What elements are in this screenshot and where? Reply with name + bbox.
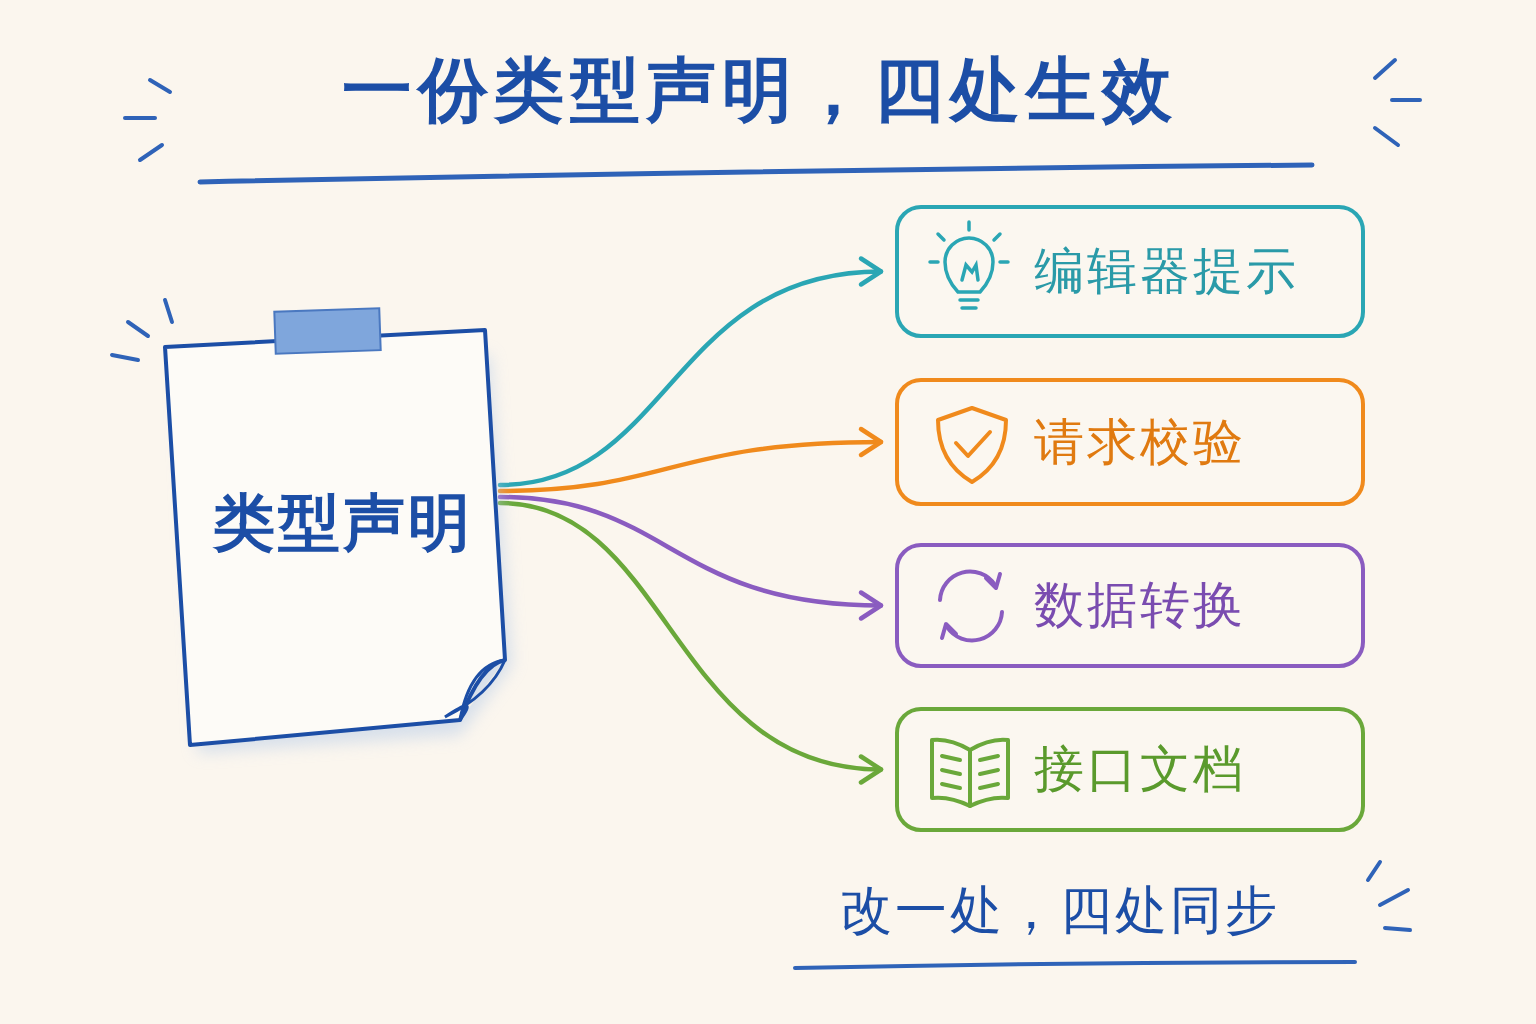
- arrow-head: [861, 429, 881, 455]
- arrow-head: [861, 593, 881, 619]
- connector: [500, 259, 881, 486]
- node-label: 编辑器提示: [1034, 238, 1299, 305]
- diagram-title: 一份类型声明，四处生效: [180, 40, 1340, 140]
- node-label: 请求校验: [1034, 409, 1246, 476]
- connector-line: [500, 503, 881, 770]
- caption-sparks: [1368, 862, 1410, 930]
- target-box: 数据转换: [895, 543, 1365, 668]
- connector-line: [500, 272, 881, 486]
- note-curl-edge: [460, 660, 505, 720]
- note-curl: [445, 660, 505, 720]
- node-label: 类型声明: [213, 481, 473, 565]
- note-tape: [274, 308, 380, 354]
- connector-line: [500, 497, 881, 606]
- connector: [500, 429, 881, 491]
- connector: [500, 497, 881, 619]
- arrow-head: [861, 259, 881, 285]
- connector: [500, 503, 881, 783]
- arrow-head: [861, 757, 881, 783]
- note-paper: 类型声明: [160, 325, 525, 750]
- target-box: 接口文档: [895, 707, 1365, 832]
- title-underline: [200, 165, 1312, 182]
- target-box: 请求校验: [895, 378, 1365, 506]
- caption-underline: [795, 962, 1355, 968]
- node-label: 接口文档: [1034, 736, 1246, 803]
- note-sparks: [112, 300, 172, 360]
- note-sheet: [165, 330, 505, 745]
- node-label: 数据转换: [1034, 572, 1246, 639]
- diagram-caption: 改一处，四处同步: [760, 870, 1360, 950]
- target-box: 编辑器提示: [895, 205, 1365, 338]
- connector-line: [500, 442, 881, 491]
